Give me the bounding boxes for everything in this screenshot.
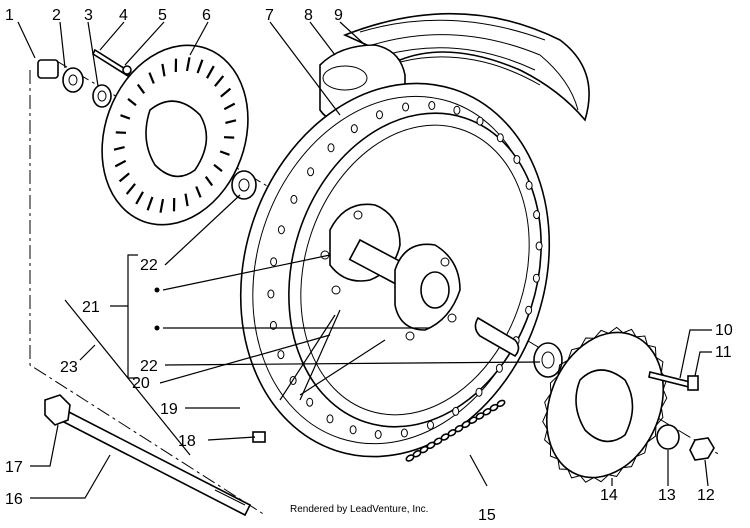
callout-11: 11 (715, 344, 732, 361)
callout-8: 8 (304, 7, 313, 24)
tire (342, 12, 590, 122)
callout-18: 18 (178, 433, 196, 450)
axle-nut-and-spacer (656, 424, 715, 461)
callout-6: 6 (202, 7, 211, 24)
callout-21: 21 (82, 299, 100, 316)
callout-1: 1 (5, 7, 14, 24)
left-bearing-parts (37, 48, 257, 200)
axle-centerline (29, 70, 266, 516)
callout-13: 13 (658, 487, 676, 504)
rear-sprocket (542, 326, 668, 483)
callout-20: 20 (132, 375, 150, 392)
nipple-dot-2 (154, 325, 160, 331)
callout-2: 2 (52, 7, 61, 24)
callout-17: 17 (5, 459, 23, 476)
callout-3: 3 (84, 7, 93, 24)
callout-15: 15 (478, 507, 496, 524)
sprocket-bolt (648, 371, 699, 391)
wheel-axle (44, 394, 252, 517)
callout-4: 4 (119, 7, 128, 24)
callout-19: 19 (160, 401, 178, 418)
group-bracket (127, 254, 138, 379)
callout-5: 5 (158, 7, 167, 24)
callout-12: 12 (697, 487, 715, 504)
callout-22-bottom: 22 (140, 358, 158, 375)
leader-lines (17, 21, 712, 499)
chain-segment (405, 399, 506, 462)
callout-23: 23 (60, 359, 78, 376)
callout-16: 16 (5, 491, 23, 508)
callout-14: 14 (600, 487, 618, 504)
callout-7: 7 (265, 7, 274, 24)
wheel-hub (320, 203, 461, 341)
callout-9: 9 (334, 7, 343, 24)
callout-10: 10 (715, 322, 733, 339)
right-spacer (474, 316, 563, 378)
nipple-dot-1 (154, 287, 160, 293)
brake-disc (101, 44, 249, 226)
credit-text: Rendered by LeadVenture, Inc. (290, 504, 428, 515)
callout-22-top: 22 (140, 257, 158, 274)
spokes (279, 309, 386, 401)
